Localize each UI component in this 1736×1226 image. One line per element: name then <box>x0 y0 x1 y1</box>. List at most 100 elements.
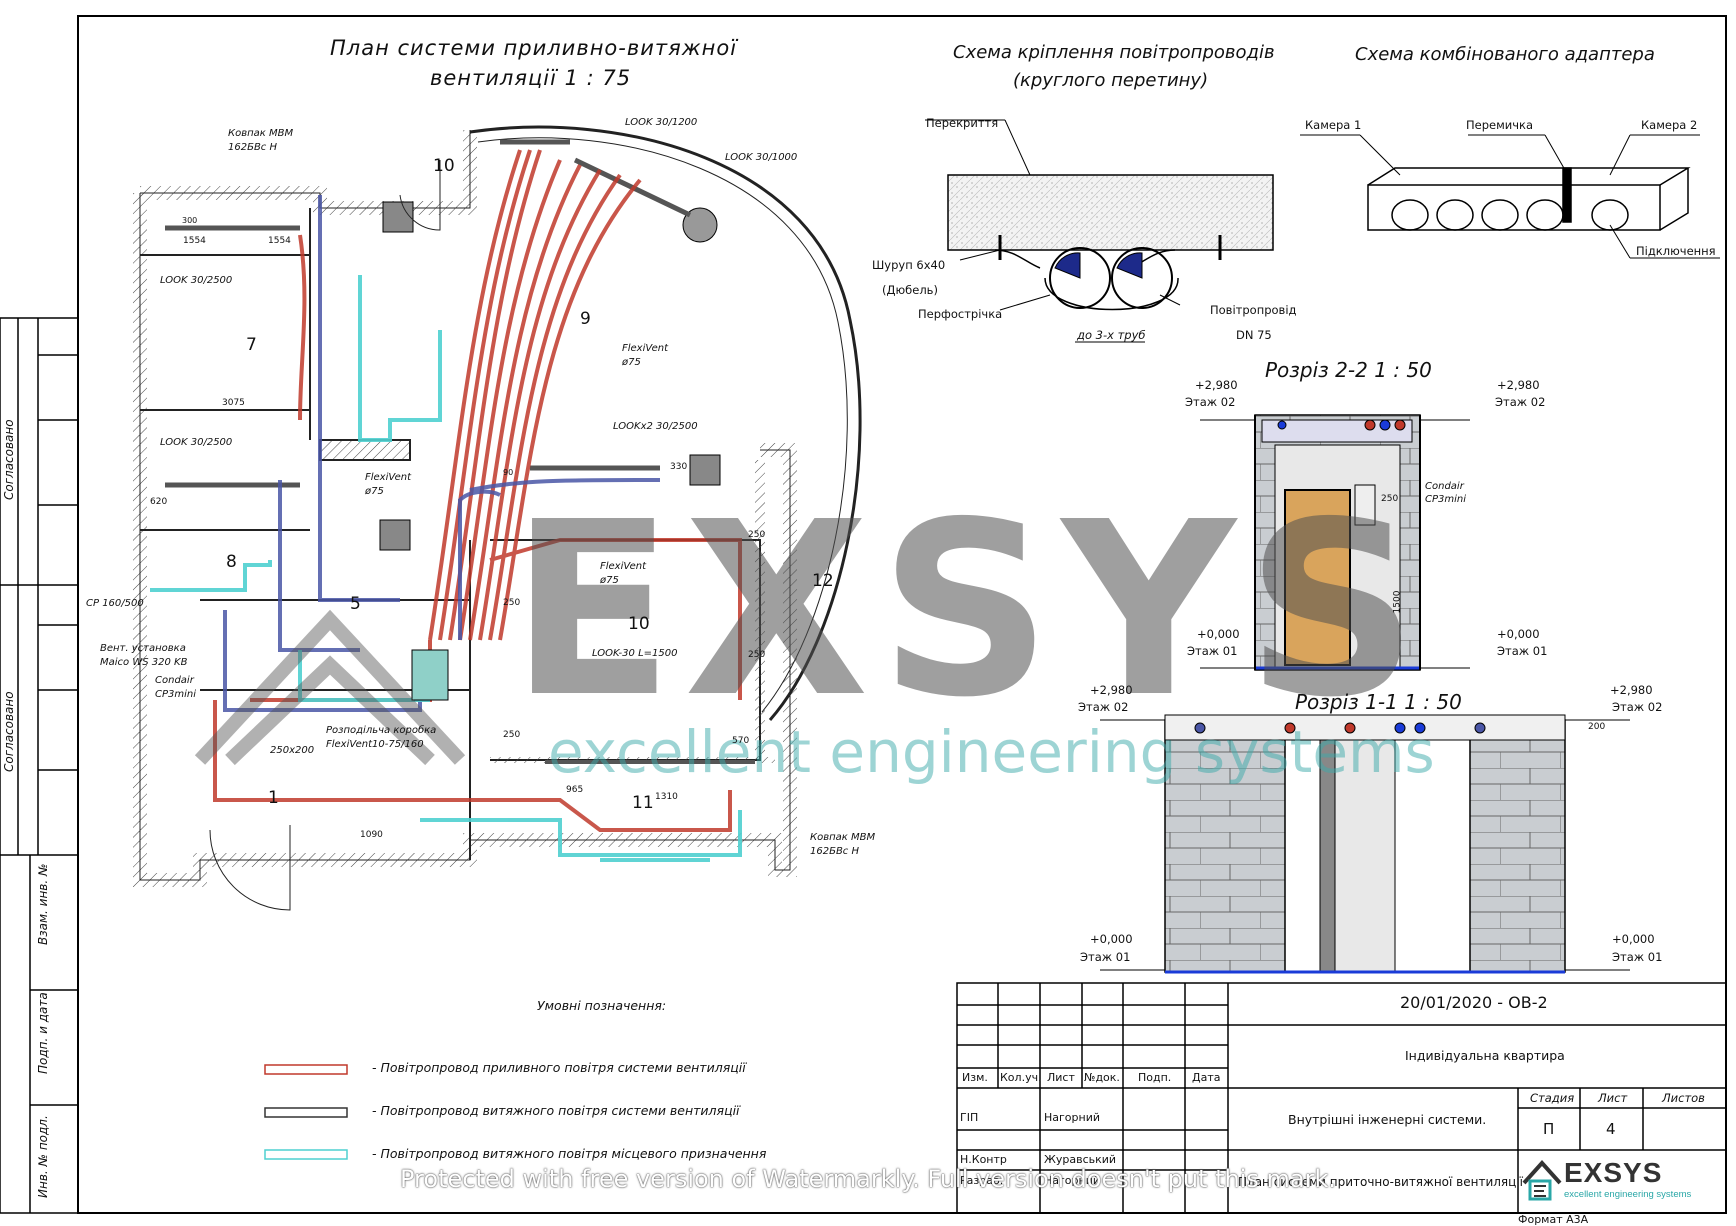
s22-dim-250: 250 <box>1381 494 1399 504</box>
extract-ducts <box>223 195 661 712</box>
adapter-bridge: Перемичка <box>1466 118 1534 132</box>
tb-name-dev: Нагорний <box>1044 1174 1100 1187</box>
legend-title: Умовні позначення: <box>537 998 667 1013</box>
s22-lvl-bot-l: +0,000 <box>1197 627 1240 641</box>
room-1: 1 <box>268 788 279 808</box>
tb-logo-tag: excellent engineering systems <box>1564 1189 1692 1200</box>
mount-pipes: до 3-х труб <box>1077 328 1146 342</box>
s22-floor-bot-l: Этаж 01 <box>1187 644 1238 658</box>
tb-stage-header: Стадия <box>1530 1091 1575 1105</box>
s11-dim-200: 200 <box>1588 722 1606 732</box>
dim-300: 300 <box>182 216 198 225</box>
watermark-logo-mark <box>194 609 466 766</box>
flexivent-5-b: ø75 <box>365 486 384 497</box>
kovpak-top-2: 162БВс Н <box>228 142 278 153</box>
exsys-logo-icon <box>1522 1160 1562 1201</box>
section-2-2 <box>1200 414 1470 671</box>
adapter-chamber-1: Камера 1 <box>1305 118 1362 132</box>
dim-250-a: 250 <box>748 530 766 540</box>
tb-role-nkontr: Н.Контр <box>960 1153 1007 1166</box>
room-9: 10 <box>433 156 455 176</box>
s22-lvl-top-r: +2,980 <box>1497 378 1540 392</box>
tb-col-sheet: Лист <box>1047 1071 1075 1084</box>
vent-unit-2: Maico WS 320 KB <box>100 657 188 668</box>
tb-col-change: Изм. <box>962 1071 988 1084</box>
dim-1554-b: 1554 <box>268 236 291 246</box>
tb-logo-name: EXSYS <box>1564 1157 1663 1188</box>
cp-160: CP 160/500 <box>86 598 144 609</box>
tb-project: Індивідуальна квартира <box>1405 1048 1565 1063</box>
kovpak-bottom-2: 162БВс Н <box>810 846 860 857</box>
look-1000: LOOK 30/1000 <box>725 152 798 163</box>
s22-lvl-top-l: +2,980 <box>1195 378 1238 392</box>
plan-title-2: вентиляції 1 : 75 <box>430 66 632 90</box>
room-5: 5 <box>350 594 361 614</box>
side-replace-inv: Взам. инв. № <box>36 863 50 945</box>
flexivent-8-a: FlexiVent <box>622 343 669 354</box>
floor-plan <box>133 125 862 911</box>
tb-format: Формат А3А <box>1518 1213 1589 1226</box>
section11-title: Розріз 1-1 1 : 50 <box>1295 690 1462 714</box>
tb-role-gip: ГІП <box>960 1111 979 1124</box>
dim-1554-a: 1554 <box>183 236 206 246</box>
room-8: 9 <box>580 309 591 329</box>
legend-swatches <box>264 1064 348 1160</box>
room-12: 12 <box>812 571 834 591</box>
look-1500: LOOK-30 L=1500 <box>592 648 678 659</box>
mount-screw-1: Шуруп 6x40 <box>872 258 946 272</box>
s11-lvl-bot-r: +0,000 <box>1612 932 1655 946</box>
adapter-title: Схема комбінованого адаптера <box>1355 44 1655 65</box>
look-2500-a: LOOK 30/2500 <box>160 275 233 286</box>
mount-duct-1: Повітропровід <box>1210 303 1297 317</box>
s11-lvl-top-l: +2,980 <box>1090 683 1133 697</box>
s22-condair-1: Condair <box>1425 481 1464 492</box>
room-10-label: 1110 <box>628 614 650 634</box>
dim-330: 330 <box>670 462 688 472</box>
dim-1310: 1310 <box>655 792 678 802</box>
mount-duct-2: DN 75 <box>1236 328 1272 342</box>
mount-slab: Перекриття <box>926 116 999 130</box>
s22-dim-1500: 1500 <box>1392 590 1403 614</box>
s22-floor-top-r: Этаж 02 <box>1495 395 1546 409</box>
room-7: 8 <box>226 552 237 572</box>
tb-col-qty: Кол.уч. <box>1000 1071 1042 1084</box>
distrib-box-1: Розподільча коробка <box>326 725 437 736</box>
legend-local: - Повітропровод витяжного повітря місцев… <box>372 1146 767 1161</box>
side-stamp-grid <box>0 317 79 1214</box>
section-1-1 <box>1100 714 1630 974</box>
dim-965: 965 <box>566 785 584 795</box>
look-2500-b: LOOK 30/2500 <box>160 437 233 448</box>
dim-3075: 3075 <box>222 398 245 408</box>
dim-250-d: 250 <box>503 730 521 740</box>
s22-floor-top-l: Этаж 02 <box>1185 395 1236 409</box>
dim-570: 570 <box>732 736 750 746</box>
tb-col-sign: Подп. <box>1138 1071 1172 1084</box>
s11-floor-top-l: Этаж 02 <box>1078 700 1129 714</box>
flexivent-8-b: ø75 <box>622 357 641 368</box>
look-1200: LOOK 30/1200 <box>625 117 698 128</box>
tb-name-nkontr: Журавський <box>1044 1153 1117 1166</box>
tb-sheet: 4 <box>1606 1120 1616 1138</box>
legend-supply: - Повітропровод приливного повітря систе… <box>372 1060 746 1075</box>
dim-90: 90 <box>503 468 514 477</box>
kovpak-bottom-1: Ковпак МВМ <box>810 832 876 843</box>
s22-floor-bot-r: Этаж 01 <box>1497 644 1548 658</box>
section22-title: Розріз 2-2 1 : 50 <box>1265 358 1432 382</box>
flexivent-10-b: ø75 <box>600 575 619 586</box>
duct-250x200: 250x200 <box>270 745 315 756</box>
tb-logo: EXSYS excellent engineering systems <box>1522 1157 1722 1207</box>
mount-screw-2: (Дюбель) <box>882 283 938 297</box>
condair-plan-2: CP3mini <box>155 689 197 700</box>
s11-lvl-bot-l: +0,000 <box>1090 932 1133 946</box>
distrib-box-2: FlexiVent10-75/160 <box>326 739 424 750</box>
supply-ducts <box>213 149 742 832</box>
mount-strap: Перфострічка <box>918 307 1003 321</box>
room-11: 11 <box>632 793 654 813</box>
title-block-grid <box>956 982 1727 1214</box>
side-agreed-2: Согласовано <box>2 691 16 772</box>
tb-role-dev: Разраб. <box>960 1174 1004 1187</box>
s11-floor-bot-r: Этаж 01 <box>1612 950 1663 964</box>
side-inv-orig: Инв. № подл. <box>36 1115 50 1198</box>
tb-section: Внутрішні інженерні системи. <box>1288 1112 1487 1127</box>
